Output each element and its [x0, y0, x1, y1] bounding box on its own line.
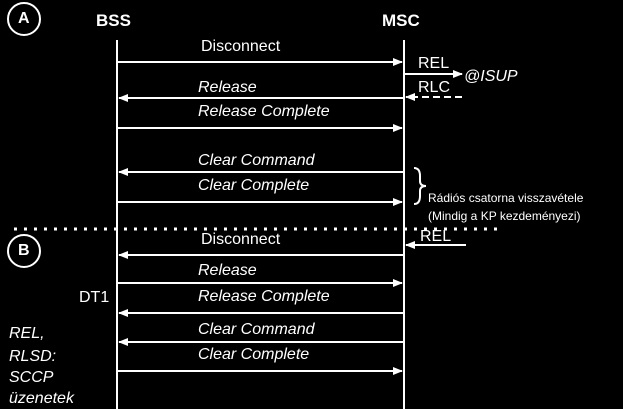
label-rel-b: REL: [420, 228, 452, 245]
legend-line-2: RLSD:: [9, 348, 57, 365]
label-isup-rlc: RLC: [418, 79, 451, 96]
section-a-label: A: [18, 10, 30, 27]
radio-note-subtitle: (Mindig a KP kezdeményezi): [428, 209, 581, 223]
section-b-circle: [7, 234, 41, 268]
label-clear-command-1: Clear Command: [198, 152, 315, 169]
label-clear-complete-2: Clear Complete: [198, 346, 310, 363]
legend-line-3: SCCP: [9, 369, 54, 386]
radio-brace: [413, 167, 427, 205]
label-disconnect-2: Disconnect: [201, 231, 281, 248]
section-a-circle: [7, 2, 41, 36]
label-isup-rel: REL: [418, 55, 450, 72]
bss-header: BSS: [96, 11, 131, 30]
label-disconnect-1: Disconnect: [201, 38, 281, 55]
label-release-2: Release: [198, 262, 257, 279]
radio-note-title: Rádiós csatorna visszavétele: [428, 191, 584, 205]
msc-header: MSC: [382, 11, 420, 30]
label-release-complete-1: Release Complete: [198, 103, 330, 120]
legend-line-1: REL,: [9, 325, 45, 342]
label-timer-dt1: DT1: [79, 289, 110, 306]
section-b-label: B: [18, 242, 30, 259]
label-clear-complete-1: Clear Complete: [198, 177, 310, 194]
label-release-1: Release: [198, 79, 257, 96]
legend-line-4: üzenetek: [9, 390, 74, 407]
label-clear-command-2: Clear Command: [198, 321, 315, 338]
label-isup: @ISUP: [464, 68, 518, 85]
label-release-complete-2: Release Complete: [198, 288, 330, 305]
